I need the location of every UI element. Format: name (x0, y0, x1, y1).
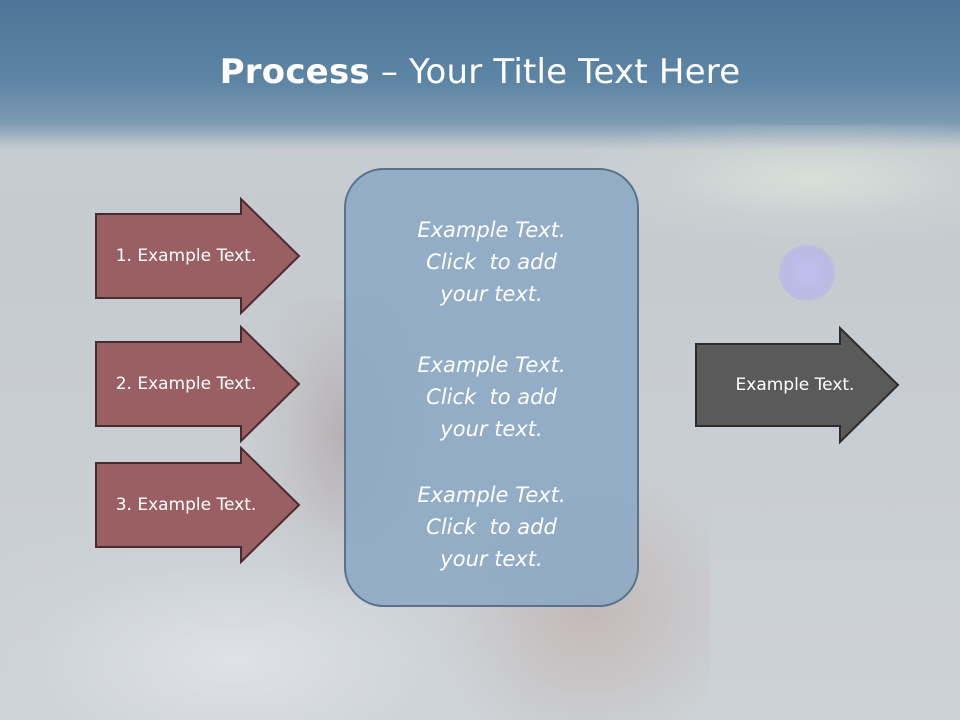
arrow-shape-icon (95, 445, 301, 565)
process-arrow-2[interactable]: 2. Example Text. (95, 324, 301, 444)
result-arrow[interactable]: Example Text. (695, 325, 900, 445)
process-arrow-3[interactable]: 3. Example Text. (95, 445, 301, 565)
center-paragraph-3: Example Text. Click to add your text. (417, 483, 566, 571)
arrow-shape-icon (695, 325, 900, 445)
title-bold-part: Process (219, 52, 370, 92)
arrow-shape-icon (95, 324, 301, 444)
center-text-box[interactable]: Example Text. Click to add your text. Ex… (344, 168, 639, 607)
result-arrow-label: Example Text. (735, 375, 855, 395)
process-arrow-3-label: 3. Example Text. (115, 495, 257, 515)
process-arrow-2-label: 2. Example Text. (115, 374, 257, 394)
process-arrow-1[interactable]: 1. Example Text. (95, 196, 301, 316)
slide-title[interactable]: Process – Your Title Text Here (0, 52, 960, 92)
center-paragraph-1: Example Text. Click to add your text. (417, 218, 566, 306)
background-bokeh-circle (779, 245, 835, 301)
title-regular-part: – Your Title Text Here (369, 52, 741, 92)
process-arrow-1-label: 1. Example Text. (115, 246, 257, 266)
center-paragraph-2: Example Text. Click to add your text. (417, 353, 566, 441)
arrow-shape-icon (95, 196, 301, 316)
